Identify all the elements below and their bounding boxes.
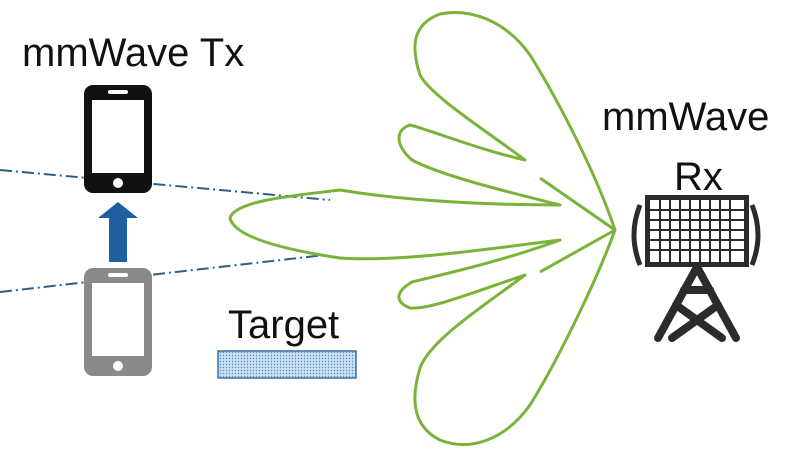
beam-inner-lobe-lower xyxy=(539,228,616,274)
smartphone-previous-icon xyxy=(84,268,152,376)
target-block-icon xyxy=(217,350,357,379)
receiver-label-line-1: mmWave xyxy=(602,95,770,139)
transmitter-label: mmWave Tx xyxy=(22,31,245,75)
smartphone-icon xyxy=(84,85,152,193)
beam-pattern xyxy=(228,11,617,446)
beam-inner-lobe-upper xyxy=(539,176,616,232)
target-label: Target xyxy=(228,303,340,347)
antenna-tower-icon xyxy=(631,195,761,342)
line-of-sight-lower xyxy=(0,254,326,293)
line-of-sight-upper xyxy=(0,169,331,201)
arrow-up-icon xyxy=(98,202,138,262)
receiver-label-line-2: Rx xyxy=(674,155,723,199)
